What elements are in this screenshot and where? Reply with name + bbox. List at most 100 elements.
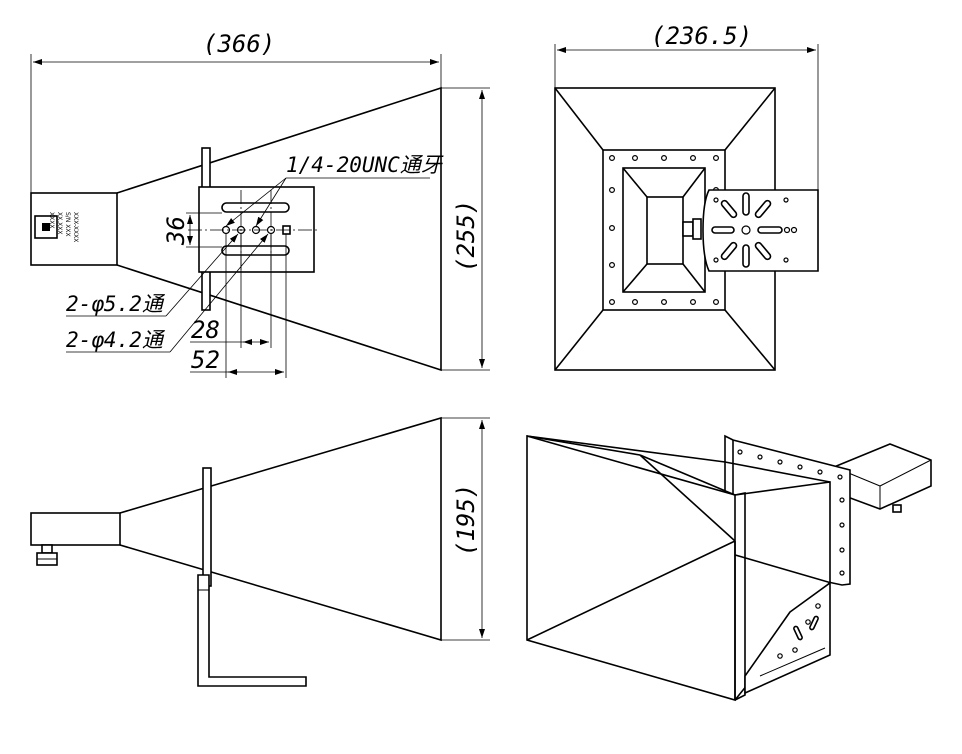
dim-text-255: (255) (452, 200, 480, 272)
side-view-bracket: (195) (30, 416, 490, 687)
bolt-hole (712, 299, 719, 306)
bolt-hole (839, 570, 845, 576)
dim-text-195: (195) (452, 484, 480, 556)
nameplate-line-1: XXX-XXXX (72, 212, 79, 242)
iso-mouth-face (526, 434, 736, 702)
side-view-dimensioned: XXX-XXXX S/N XXX XX.XXX XXXX (366) (255) (30, 30, 490, 378)
iso-inner-taper (639, 454, 736, 496)
bracket-slot-left (711, 226, 735, 234)
nameplate-line-3: XX.XXX (56, 212, 63, 234)
nameplate: XXX-XXXX S/N XXX XX.XXX XXXX (48, 212, 79, 242)
throat-taper-bl (622, 263, 648, 293)
mounting-bar-2 (202, 467, 212, 587)
taper-line-tl (554, 87, 604, 151)
iso-connector (892, 504, 902, 513)
bracket-slot (793, 625, 803, 641)
bolt-hole (839, 547, 845, 553)
connector-square (34, 215, 58, 239)
bolt-hole (757, 454, 763, 460)
connector-nut (692, 218, 702, 240)
connector-stub (682, 221, 694, 237)
l-bracket (197, 574, 307, 687)
bolt-hole (839, 522, 845, 528)
bracket-slot (809, 615, 819, 631)
iso-bracket-edge (759, 647, 826, 677)
iso-adapter-edge (879, 459, 932, 487)
thread-note-text: 1/4-20UNC通牙 (286, 153, 444, 177)
bracket-hole (713, 197, 719, 203)
throat-taper-tr (682, 167, 706, 198)
iso-bracket-holes (777, 603, 821, 659)
plate-slot-lower (221, 245, 290, 256)
dim-text-52: 52 (191, 346, 220, 374)
bolt-hole (608, 187, 615, 194)
throat-taper-tl (622, 167, 648, 198)
bolt-hole (660, 155, 667, 162)
bolt-hole (608, 155, 615, 162)
bolt-hole (797, 464, 803, 470)
dim-text-236-5: (236.5) (651, 22, 752, 50)
taper-line-br (724, 309, 776, 371)
bracket-slot-diag-tr (754, 199, 772, 219)
bracket-hole (713, 257, 719, 263)
adapter-body (30, 192, 118, 266)
iso-flange-plate (724, 434, 851, 586)
bolt-hole (631, 155, 638, 162)
connector-pin (42, 223, 50, 231)
iso-mouth-thickness (734, 492, 746, 701)
bracket-hole (815, 603, 821, 609)
hole-note-2-text: 2-φ4.2通 (66, 328, 166, 352)
bolt-hole (839, 497, 845, 503)
bracket-slot-top (742, 192, 750, 216)
bracket-hole (792, 647, 798, 653)
bolt-hole (777, 459, 783, 465)
thread-leader-2 (255, 177, 287, 227)
rear-view: (236.5) (554, 22, 819, 371)
bolt-hole (737, 449, 743, 455)
bracket-slot-pattern (711, 192, 798, 268)
bracket-hole (783, 226, 791, 234)
iso-inner-taper (526, 540, 736, 641)
bracket-plate (702, 189, 819, 272)
nameplate-line-4: XXXX (48, 212, 55, 228)
bolt-hole (689, 299, 696, 306)
bracket-slot-diag-tl (720, 199, 738, 219)
bracket-hole (790, 226, 798, 234)
bolt-hole (712, 155, 719, 162)
bolt-hole (608, 262, 615, 269)
bracket-slot-bottom (742, 244, 750, 268)
dim-text-28: 28 (191, 316, 220, 344)
bracket-hole (805, 619, 811, 625)
dim-text-36: 36 (162, 216, 190, 246)
bolt-hole (608, 225, 615, 232)
bolt-hole (689, 155, 696, 162)
bracket-slot-diag-br (754, 241, 772, 261)
bracket-slot-right (757, 226, 783, 234)
taper-line-tr (724, 87, 776, 151)
plate-slot-upper (221, 202, 290, 213)
horn-flare-outline (116, 86, 442, 372)
iso-inner-taper (526, 435, 641, 456)
hole-note-1-text: 2-φ5.2通 (66, 292, 166, 316)
iso-flange-holes (737, 449, 845, 576)
bracket-hole (777, 653, 783, 659)
bracket-slot-diag-bl (720, 241, 738, 261)
throat-taper-br (682, 263, 706, 293)
bolt-hole (631, 299, 638, 306)
bracket-hole (783, 257, 789, 263)
taper-line-bl (554, 309, 604, 371)
isometric-view (526, 434, 932, 702)
iso-horn-top-edge (526, 435, 831, 483)
nameplate-line-2: S/N XXX (64, 212, 71, 237)
connector-neck (41, 544, 53, 554)
hole-note-1-leader (165, 233, 239, 317)
bolt-hole (837, 474, 843, 480)
bracket-hole (783, 197, 789, 203)
hole-note-2-leader (169, 233, 269, 353)
bracket-center-hole (741, 225, 751, 235)
bolt-hole (817, 469, 823, 475)
dim-text-366: (366) (203, 30, 275, 58)
horn-flare-outline-2 (119, 416, 442, 642)
bolt-hole (660, 299, 667, 306)
